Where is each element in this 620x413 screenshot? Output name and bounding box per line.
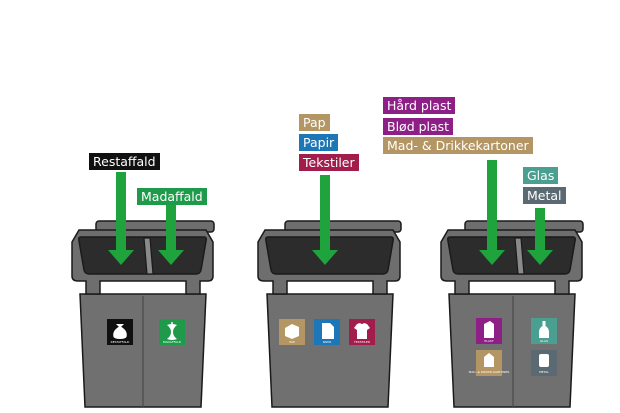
label-tekstiler: Tekstiler	[299, 154, 359, 171]
pictogram-metal: METAL	[531, 350, 557, 376]
label-hard-plast: Hård plast	[383, 97, 456, 114]
pictogram-plast: PLAST	[476, 318, 502, 344]
arrow-pap-papir-tekstiler	[312, 175, 338, 265]
pictogram-kartoner: MAD- & DRIKKE-KARTONER	[469, 350, 510, 376]
label-pap: Pap	[299, 114, 330, 131]
bin-divider	[143, 237, 154, 275]
label-mad-drikkekartoner: Mad- & Drikkekartoner	[383, 137, 533, 154]
paper-icon	[322, 323, 334, 339]
label-blod-plast: Blød plast	[383, 118, 454, 135]
arrow-glas-metal	[527, 208, 553, 265]
bin-restaffald-madaffald: RESTAFFALD MADAFFALD	[71, 172, 215, 408]
pictogram-tekstiler: TEKSTILER	[349, 319, 375, 345]
tshirt-icon	[354, 323, 370, 339]
label-metal: Metal	[523, 187, 566, 204]
pictogram-caption: RESTAFFALD	[111, 340, 130, 344]
pictogram-caption: MADAFFALD	[163, 340, 182, 344]
can-icon	[539, 354, 549, 367]
label-restaffald: Restaffald	[89, 153, 160, 170]
label-madaffald: Madaffald	[137, 188, 207, 205]
cardboard-icon	[285, 324, 299, 339]
arrow-plast-kartoner	[479, 160, 505, 265]
pictogram-pap: PAP	[279, 319, 305, 345]
pictogram-glas: GLAS	[531, 318, 557, 344]
arrow-restaffald	[108, 172, 134, 265]
label-papir: Papir	[299, 134, 339, 151]
pictogram-restaffald: RESTAFFALD	[107, 319, 133, 345]
bin-lid-opening	[447, 236, 576, 275]
pictogram-caption: GLAS	[540, 339, 548, 343]
apple-core-icon	[167, 322, 177, 340]
trash-bag-icon	[113, 324, 127, 339]
pictogram-caption: PAPIR	[323, 340, 331, 344]
plastic-bottle-icon	[484, 321, 494, 338]
pictogram-caption: PAP	[289, 340, 295, 344]
pictogram-caption: TEKSTILER	[353, 340, 370, 344]
pictogram-caption: MAD- & DRIKKE-KARTONER	[469, 370, 510, 374]
arrow-madaffald	[158, 203, 184, 265]
bin-pap-papir-tekstiler: PAP PAPIR TEKSTILER	[257, 175, 402, 408]
carton-icon	[484, 353, 494, 367]
bin-body	[266, 293, 394, 408]
label-glas: Glas	[523, 167, 559, 184]
pictogram-papir: PAPIR	[314, 319, 340, 345]
glass-bottle-icon	[539, 321, 549, 338]
bin-divider	[514, 237, 525, 275]
pictogram-caption: PLAST	[484, 339, 494, 343]
pictogram-caption: METAL	[539, 370, 549, 374]
bin-lid-opening	[78, 236, 207, 275]
pictogram-madaffald: MADAFFALD	[159, 319, 185, 345]
bin-plast-glas-metal: PLAST MAD- & DRIKKE-KARTONER GLAS METAL	[440, 160, 584, 408]
